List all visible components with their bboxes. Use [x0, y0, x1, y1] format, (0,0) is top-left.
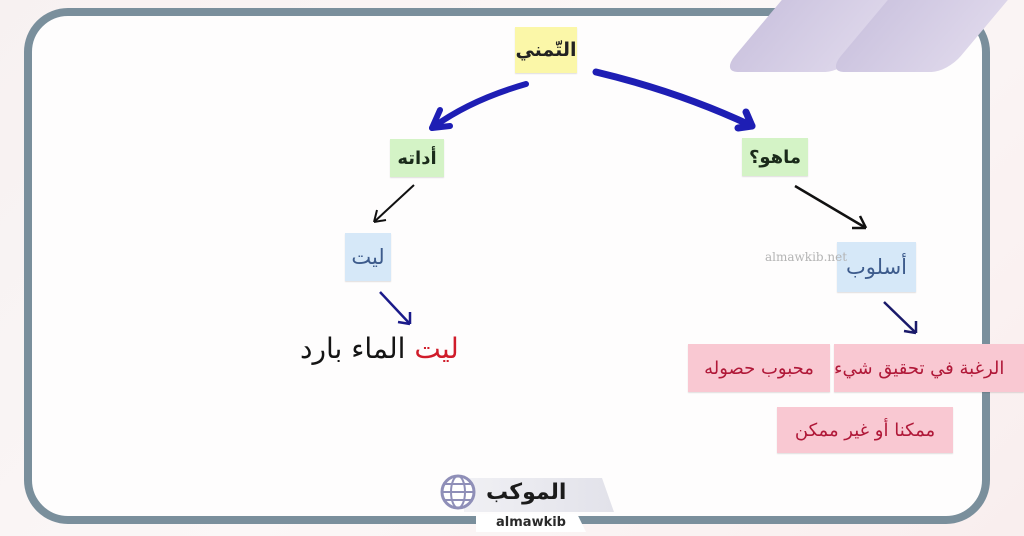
example-sentence: ليت الماء بارد — [300, 332, 459, 365]
node-layta: ليت — [345, 233, 391, 281]
definition-part-1: الرغبة في تحقيق شيء — [834, 344, 1024, 392]
arrow-layta-to-example — [379, 291, 412, 326]
logo-latin-text: almawkib — [476, 514, 586, 532]
node-uslub: أسلوب — [837, 242, 916, 292]
definition-line-2: ممكنا أو غير ممكن — [777, 407, 953, 453]
arrow-adatuh-to-layta — [373, 184, 415, 223]
globe-icon — [440, 474, 476, 510]
root-node-tamanni: التّمني — [515, 27, 577, 73]
site-logo: الموكب almawkib — [424, 470, 624, 532]
diagram-frame — [24, 8, 990, 524]
logo-arabic-text: الموكب — [486, 480, 567, 505]
example-highlight: ليت — [414, 332, 459, 365]
arrow-root-to-left — [429, 81, 529, 131]
arrow-uslub-to-definition — [883, 301, 918, 335]
arrow-root-to-right — [592, 68, 756, 132]
node-mahuwa: ماهو؟ — [742, 138, 808, 176]
example-rest: الماء بارد — [300, 332, 406, 365]
arrow-mahuwa-to-uslub — [794, 184, 868, 230]
logo-banner — [464, 478, 614, 512]
definition-part-2: محبوب حصوله — [688, 344, 830, 392]
node-adatuh: أداته — [390, 139, 444, 177]
watermark: almawkib.net — [765, 250, 848, 264]
